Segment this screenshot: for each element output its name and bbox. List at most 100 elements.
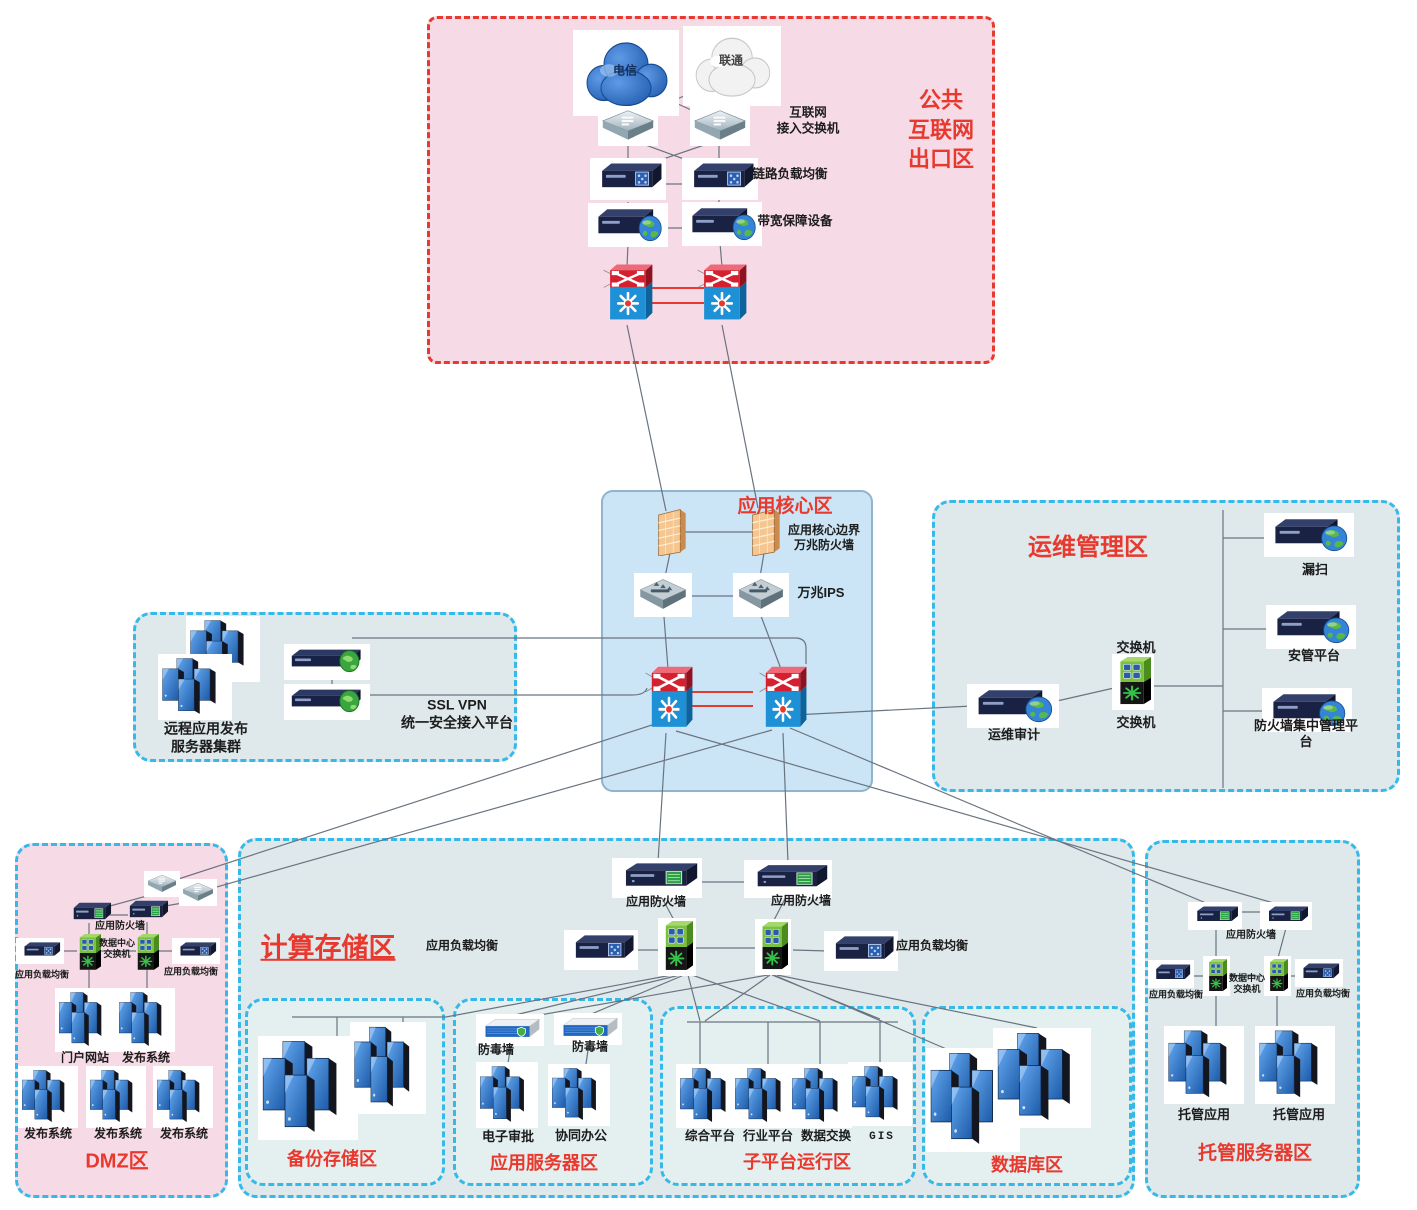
zone-label-hosted: 托管服务器区: [1197, 1143, 1313, 1165]
unicom-cloud-icon: [683, 26, 781, 106]
dc-switch-icon: [1264, 956, 1291, 996]
label-av-wall: 防毒墙: [571, 1039, 609, 1054]
load-balancer-icon: [564, 930, 638, 970]
label-telecom: 电信: [612, 63, 638, 78]
server-cluster-icon: [18, 1066, 78, 1128]
server-cluster-icon: [153, 1066, 213, 1128]
dc-switch-icon: [755, 919, 791, 975]
server-cluster-icon: [258, 1036, 358, 1140]
app-firewall-icon: [612, 858, 702, 898]
label-app-lb: 应用负载均衡: [1295, 988, 1351, 999]
label-link-lb: 链路负载均衡: [752, 167, 828, 182]
dc-switch-icon: [658, 918, 696, 976]
core-switch-stack-icon: [644, 664, 694, 734]
vuln-scan-appliance-icon: [1264, 513, 1354, 557]
internet-switch-icon: [690, 106, 750, 146]
ssl-vpn-appliance-icon: [284, 684, 370, 720]
dc-switch-icon: [76, 934, 101, 972]
switch-icon: [179, 879, 217, 906]
zone-label-app-server: 应用服务器区: [490, 1152, 598, 1173]
label-e-approval: 电子审批: [481, 1128, 535, 1144]
label-industry-platform: 行业平台: [742, 1129, 794, 1144]
server-cluster-icon: [86, 1066, 146, 1128]
ssl-vpn-appliance-icon: [284, 644, 370, 680]
zone-label-app-core: 应用核心区: [737, 496, 833, 518]
sec-platform-appliance-icon: [1266, 605, 1356, 649]
link-load-balancer-icon: [682, 158, 758, 200]
label-ips: 万兆IPS: [797, 584, 845, 600]
label-ssl-vpn: SSL VPN 统一安全接入平台: [401, 696, 513, 731]
link-load-balancer-icon: [590, 158, 666, 200]
server-cluster-icon: [676, 1064, 740, 1128]
label-bandwidth: 带宽保障设备: [757, 214, 833, 229]
label-fw-mgmt: 防火墙集中管理平台: [1253, 717, 1358, 749]
zone-label-compute-storage: 计算存储区: [260, 932, 396, 963]
server-cluster-icon: [350, 1022, 426, 1114]
label-dc-switch: 数据中心 交换机: [1228, 972, 1266, 994]
label-remote-cluster: 远程应用发布 服务器集群: [164, 720, 248, 755]
label-app-lb: 应用负载均衡: [425, 938, 499, 953]
core-switch-stack-icon: [696, 262, 748, 326]
label-app-lb: 应用负载均衡: [1148, 989, 1204, 1000]
dc-switch-icon: [1112, 654, 1154, 710]
bandwidth-appliance-icon: [682, 202, 762, 246]
core-switch-stack-icon: [602, 262, 654, 326]
app-firewall-icon: [744, 860, 832, 898]
load-balancer-icon: [16, 938, 64, 964]
label-av-wall: 防毒墙: [477, 1042, 515, 1057]
dc-switch-icon: [1203, 956, 1230, 996]
ips-icon: [634, 573, 692, 617]
server-cluster-icon: [548, 1064, 610, 1126]
label-publish: 发布系统: [93, 1126, 143, 1141]
label-portal: 门户网站: [60, 1050, 110, 1065]
bandwidth-appliance-icon: [588, 203, 668, 247]
firewall-icon: [654, 508, 688, 556]
label-publish: 发布系统: [159, 1126, 209, 1141]
antivirus-wall-icon: [554, 1013, 622, 1045]
zone-label-ops-mgmt: 运维管理区: [1028, 533, 1148, 561]
core-switch-stack-icon: [758, 664, 808, 734]
label-hosted-app: 托管应用: [1272, 1106, 1326, 1122]
load-balancer-icon: [824, 931, 898, 971]
label-vuln-scan: 漏扫: [1301, 561, 1329, 577]
label-unicom: 联通: [718, 53, 744, 68]
label-app-lb: 应用负载均衡: [14, 969, 70, 980]
zone-label-backup: 备份存储区: [287, 1148, 377, 1169]
label-app-fw: 应用防火墙: [770, 893, 832, 908]
ops-audit-appliance-icon: [967, 684, 1059, 728]
server-cluster-icon: [158, 654, 232, 720]
label-switch-top: 交换机: [1116, 639, 1156, 655]
load-balancer-icon: [172, 938, 220, 964]
internet-switch-icon: [598, 106, 658, 146]
label-data-exchange: 数据交换: [800, 1129, 852, 1144]
load-balancer-icon: [1295, 959, 1343, 987]
server-cluster-icon: [55, 988, 115, 1052]
server-cluster-icon: [1255, 1026, 1335, 1104]
server-cluster-icon: [115, 988, 175, 1052]
label-app-fw: 应用防火墙: [1226, 929, 1276, 941]
label-collab: 协同办公: [554, 1127, 608, 1143]
label-switch-bottom: 交换机: [1116, 714, 1156, 730]
zone-label-public-internet: 公共 互联网 出口区: [907, 87, 975, 172]
label-ops-audit: 运维审计: [987, 726, 1041, 742]
label-publish: 发布系统: [121, 1050, 171, 1065]
antivirus-wall-icon: [476, 1014, 544, 1046]
server-cluster-icon: [476, 1062, 538, 1128]
label-app-fw: 应用防火墙: [625, 894, 687, 909]
zone-label-database: 数据库区: [991, 1154, 1063, 1175]
label-hosted-app: 托管应用: [1177, 1106, 1231, 1122]
label-sec-platform: 安管平台: [1287, 647, 1341, 663]
server-cluster-icon: [1164, 1026, 1244, 1104]
zone-label-subplatform: 子平台运行区: [743, 1151, 851, 1172]
ips-icon: [733, 573, 789, 617]
label-dc-switch: 数据中心 交换机: [98, 937, 136, 959]
app-firewall-icon: [1260, 902, 1312, 930]
zone-label-dmz: DMZ区: [85, 1150, 149, 1173]
label-gis: GIS: [869, 1131, 895, 1144]
server-cluster-icon: [731, 1064, 795, 1128]
load-balancer-icon: [1148, 960, 1194, 988]
server-cluster-icon: [848, 1062, 912, 1126]
telecom-cloud-icon: [573, 30, 679, 116]
app-firewall-icon: [1188, 902, 1242, 930]
